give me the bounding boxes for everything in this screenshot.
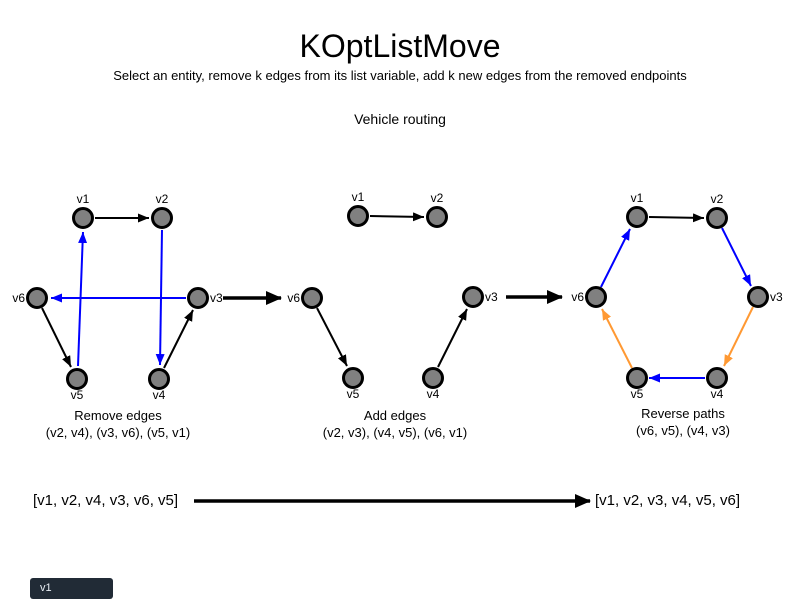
hover-tooltip-badge: v1 xyxy=(30,578,113,599)
node-v5 xyxy=(626,367,648,389)
node-label-v3: v3 xyxy=(485,290,498,304)
node-v1 xyxy=(72,207,94,229)
node-v6 xyxy=(585,286,607,308)
node-v3 xyxy=(462,286,484,308)
caption-add-edges: Add edges (v2, v3), (v4, v5), (v6, v1) xyxy=(285,407,505,441)
node-v6 xyxy=(26,287,48,309)
edge-v6-v5 xyxy=(316,307,348,367)
caption-title: Add edges xyxy=(363,408,427,423)
edge-v4-v3 xyxy=(437,308,468,368)
node-v5 xyxy=(342,367,364,389)
node-label-v5: v5 xyxy=(71,388,84,402)
node-label-v4: v4 xyxy=(427,387,440,401)
node-v2 xyxy=(151,207,173,229)
diagram-add-edges: v1 v2 v6 v3 v5 v4 xyxy=(287,190,498,401)
page-title: KOptListMove xyxy=(299,28,501,64)
caption-detail: (v2, v3), (v4, v5), (v6, v1) xyxy=(322,425,468,440)
node-label-v1: v1 xyxy=(352,190,365,204)
node-v3 xyxy=(187,287,209,309)
edge-v5-v1 xyxy=(77,231,88,367)
node-v6 xyxy=(301,287,323,309)
node-label-v1: v1 xyxy=(631,191,644,205)
list-before-move: [v1, v2, v4, v3, v6, v5] xyxy=(33,492,179,509)
node-label-v1: v1 xyxy=(77,192,90,206)
node-v2 xyxy=(706,207,728,229)
caption-title: Reverse paths xyxy=(641,406,725,421)
node-v4 xyxy=(706,367,728,389)
page-subtitle: Select an entity, remove k edges from it… xyxy=(113,68,687,83)
node-v5 xyxy=(66,368,88,390)
caption-detail: (v6, v5), (v4, v3) xyxy=(636,423,730,438)
node-label-v3: v3 xyxy=(210,291,223,305)
node-v4 xyxy=(148,368,170,390)
edge-v1-v2 xyxy=(648,213,705,223)
node-label-v4: v4 xyxy=(711,387,724,401)
node-v2 xyxy=(426,206,448,228)
caption-title: Remove edges xyxy=(74,408,162,423)
node-label-v5: v5 xyxy=(347,387,360,401)
node-v1 xyxy=(626,206,648,228)
caption-detail: (v2, v4), (v3, v6), (v5, v1) xyxy=(45,425,191,440)
diagram-remove-edges: v1 v2 v6 v3 v5 v4 xyxy=(12,192,223,402)
node-v1 xyxy=(347,205,369,227)
node-label-v2: v2 xyxy=(156,192,169,206)
node-label-v5: v5 xyxy=(631,387,644,401)
edge-v6-v1 xyxy=(600,228,631,288)
edge-v6-v5 xyxy=(41,307,72,368)
node-label-v6: v6 xyxy=(12,291,25,305)
node-label-v3: v3 xyxy=(770,290,783,304)
node-v4 xyxy=(422,367,444,389)
node-label-v4: v4 xyxy=(153,388,166,402)
edge-v3-v4 xyxy=(723,306,754,367)
diagram-reverse-paths: v1 v2 v6 v3 v5 v4 xyxy=(571,191,783,401)
edge-v4-v3 xyxy=(163,309,194,369)
node-label-v2: v2 xyxy=(431,191,444,205)
node-label-v6: v6 xyxy=(571,290,584,304)
node-label-v2: v2 xyxy=(711,192,724,206)
caption-remove-edges: Remove edges (v2, v4), (v3, v6), (v5, v1… xyxy=(8,407,228,441)
caption-reverse-paths: Reverse paths (v6, v5), (v4, v3) xyxy=(573,405,793,439)
edge-v5-v6 xyxy=(601,308,633,369)
edge-v2-v3 xyxy=(721,227,752,287)
node-label-v6: v6 xyxy=(287,291,300,305)
list-after-move: [v1, v2, v3, v4, v5, v6] xyxy=(595,492,741,509)
context-label: Vehicle routing xyxy=(354,111,446,127)
edge-v1-v2 xyxy=(369,212,425,222)
node-v3 xyxy=(747,286,769,308)
